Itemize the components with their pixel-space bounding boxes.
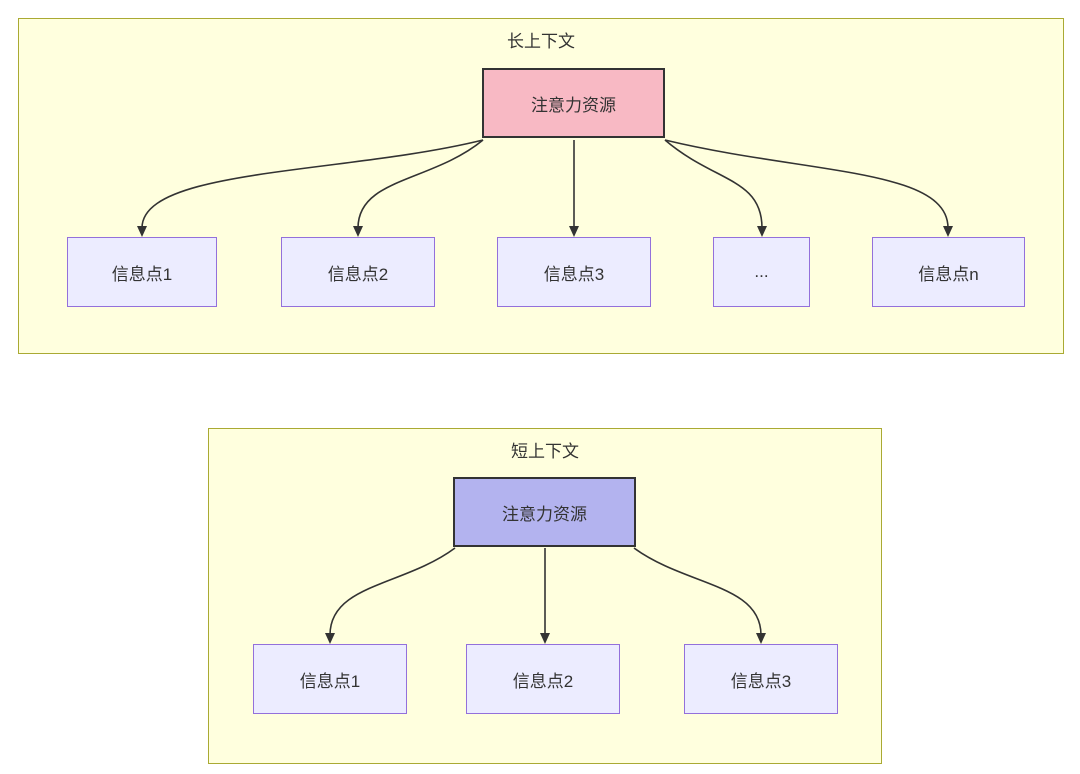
info-node-short-1: 信息点1 — [253, 644, 407, 714]
info-node-long-ellipsis: ... — [713, 237, 810, 307]
short-context-title: 短上下文 — [511, 442, 579, 461]
attention-node-long: 注意力资源 — [482, 68, 665, 138]
info-node-short-3: 信息点3 — [684, 644, 838, 714]
info-node-short-2: 信息点2 — [466, 644, 620, 714]
long-context-title: 长上下文 — [507, 32, 575, 51]
info-node-long-3: 信息点3 — [497, 237, 651, 307]
info-node-long-1: 信息点1 — [67, 237, 217, 307]
info-node-long-2: 信息点2 — [281, 237, 435, 307]
info-node-long-n: 信息点n — [872, 237, 1025, 307]
attention-node-short: 注意力资源 — [453, 477, 636, 547]
